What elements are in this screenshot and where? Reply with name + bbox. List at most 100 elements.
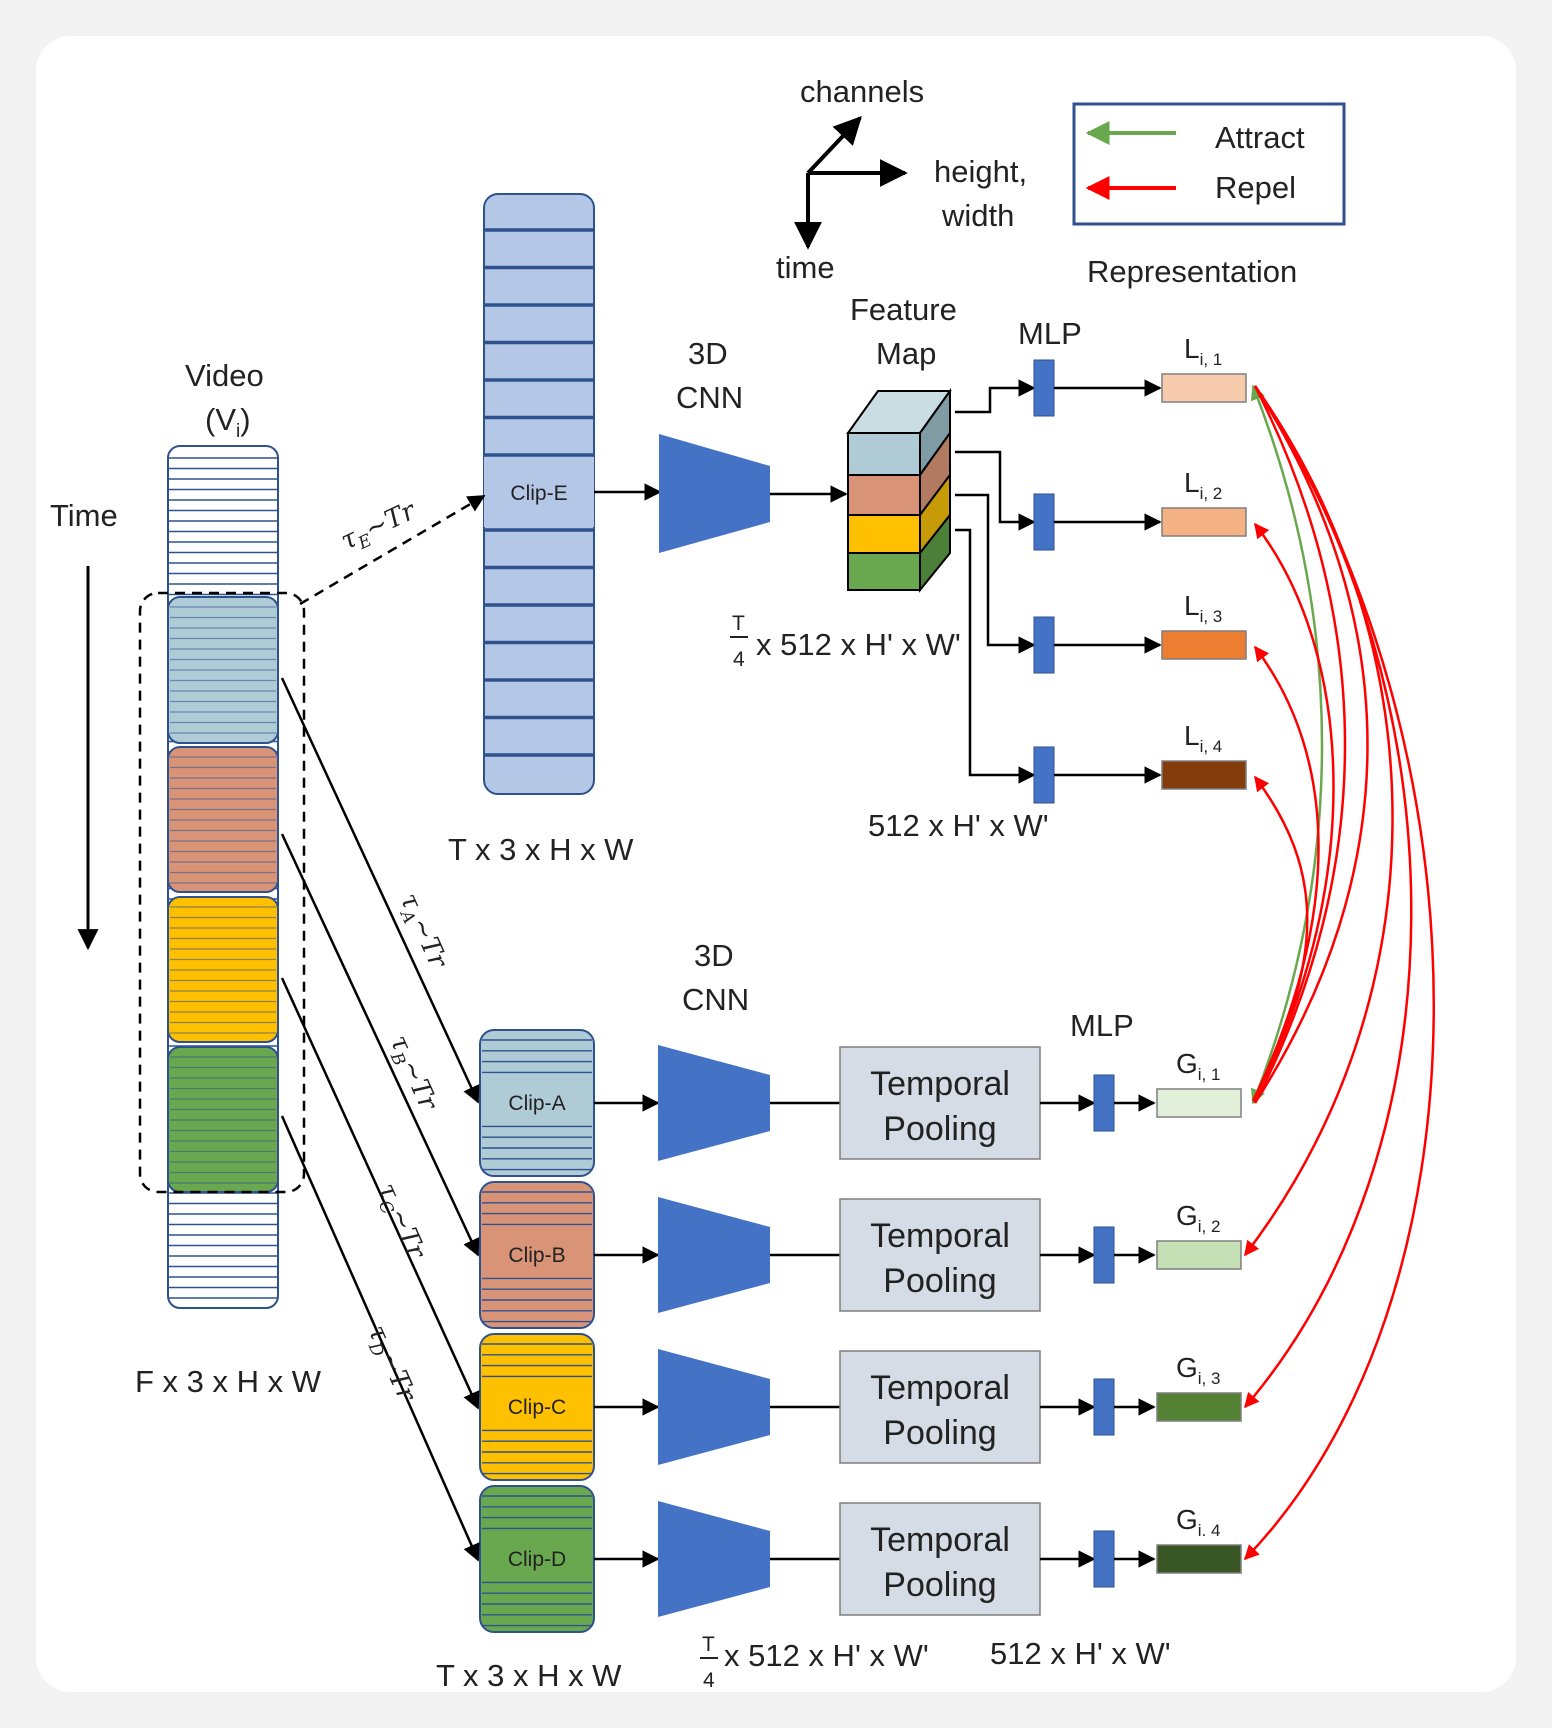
- svg-text:T: T: [732, 612, 745, 635]
- cnn-bottom-3: [658, 1349, 770, 1465]
- svg-text:Pooling: Pooling: [883, 1262, 996, 1300]
- bottom-mlp-dims: 512 x H' x W': [990, 1636, 1171, 1671]
- mlp-local-2: [1033, 493, 1055, 551]
- video-strip: [167, 445, 279, 1309]
- mlp-global-3: [1093, 1378, 1115, 1436]
- local-rep-2: [1161, 507, 1247, 537]
- clip-c-stack: Clip-C: [479, 1333, 595, 1481]
- contrast-arc-6: [1243, 385, 1435, 1561]
- contrast-arc-3: [1253, 385, 1369, 1104]
- cnn-top: [659, 434, 770, 553]
- legend-box: [1072, 102, 1346, 226]
- svg-text:Temporal: Temporal: [870, 1521, 1010, 1559]
- bottom-clips-dims: T x 3 x H x W: [436, 1658, 622, 1693]
- clip-a-label: Clip-A: [508, 1092, 565, 1115]
- svg-text:Pooling: Pooling: [883, 1414, 996, 1452]
- cnn-bottom-label-1: 3D: [694, 938, 734, 973]
- video-title: Video: [185, 358, 264, 393]
- axes-indicator: channels height, width time: [776, 74, 1027, 285]
- temporal-pooling-3: [839, 1350, 1041, 1464]
- legend-attract-label: Attract: [1215, 120, 1305, 155]
- mlp-global-2: [1093, 1226, 1115, 1284]
- cnn-top-label-1: 3D: [688, 336, 728, 371]
- svg-text:4: 4: [733, 648, 745, 671]
- local-rep-label-2: Li, 2: [1184, 467, 1222, 503]
- clip-d-label: Clip-D: [508, 1548, 566, 1571]
- local-dims: 512 x H' x W': [868, 808, 1049, 843]
- legend: Attract Repel: [1072, 102, 1346, 226]
- cnn-bottom-2: [658, 1197, 770, 1313]
- mlp-local-4: [1033, 746, 1055, 804]
- local-rep-label-3: Li, 3: [1184, 590, 1222, 626]
- clip-e-label: Clip-E: [510, 482, 567, 505]
- legend-repel-label: Repel: [1215, 170, 1296, 205]
- svg-text:T: T: [702, 1633, 715, 1656]
- contrast-arc-7: [1251, 522, 1335, 1102]
- axis-channels-label: channels: [800, 74, 924, 109]
- contrast-arc-9: [1251, 775, 1309, 1102]
- svg-text:Temporal: Temporal: [870, 1217, 1010, 1255]
- local-rep-4: [1161, 760, 1247, 790]
- global-rep-3: [1156, 1392, 1242, 1422]
- clip-c-label: Clip-C: [508, 1396, 566, 1419]
- svg-text:Temporal: Temporal: [870, 1369, 1010, 1407]
- video-segment-b: [167, 746, 279, 893]
- time-label: Time: [50, 498, 118, 533]
- mlp-local-3: [1033, 616, 1055, 674]
- clip-e-dims: T x 3 x H x W: [448, 832, 634, 867]
- axis-width-label: width: [941, 198, 1014, 233]
- svg-text:Pooling: Pooling: [883, 1566, 996, 1604]
- svg-text:Pooling: Pooling: [883, 1110, 996, 1148]
- global-rep-label-3: Gi, 3: [1176, 1352, 1220, 1388]
- sample-arrow-e: [299, 494, 486, 606]
- clip-a-stack: Clip-A: [479, 1029, 595, 1177]
- clip-b-stack: Clip-B: [479, 1181, 595, 1329]
- clip-e-stack: Clip-E: [483, 193, 595, 795]
- feature-map-label-1: Feature: [850, 292, 957, 327]
- mlp-global-4: [1093, 1530, 1115, 1588]
- global-rep-label-2: Gi, 2: [1176, 1200, 1220, 1236]
- video-subtitle: (Vi): [205, 402, 251, 442]
- global-rep-1: [1156, 1088, 1242, 1118]
- cnn-bottom-label-2: CNN: [682, 982, 749, 1017]
- local-rep-3: [1161, 630, 1247, 660]
- contrast-arc-2: [1253, 385, 1347, 1104]
- local-rep-1: [1161, 373, 1247, 403]
- temporal-pooling-4: [839, 1502, 1041, 1616]
- svg-text:x 512 x H' x W': x 512 x H' x W': [724, 1638, 929, 1673]
- video-segment-a: [167, 596, 279, 744]
- axis-height-label: height,: [934, 154, 1027, 189]
- clip-d-stack: Clip-D: [479, 1485, 595, 1633]
- representation-label: Representation: [1087, 254, 1297, 289]
- global-rep-label-4: Gi. 4: [1176, 1504, 1220, 1540]
- video-segment-c: [167, 896, 279, 1043]
- feature-map-dims: T 4 x 512 x H' x W': [730, 612, 961, 671]
- local-rep-label-4: Li, 4: [1184, 720, 1222, 756]
- local-rep-label-1: Li, 1: [1184, 333, 1222, 369]
- mlp-bottom-label: MLP: [1070, 1008, 1134, 1043]
- cnn-bottom-4: [658, 1501, 770, 1617]
- contrast-arc-1: [1250, 384, 1324, 1105]
- global-rep-2: [1156, 1240, 1242, 1270]
- contrast-arc-8: [1251, 645, 1320, 1102]
- svg-text:x 512 x H' x W': x 512 x H' x W': [756, 627, 961, 662]
- cnn-bottom-1: [658, 1045, 770, 1161]
- feature-map-label-2: Map: [876, 336, 936, 371]
- axis-time-label: time: [776, 250, 835, 285]
- clip-e-highlight: [484, 457, 594, 527]
- clip-b-label: Clip-B: [508, 1244, 565, 1267]
- cnn-top-label-2: CNN: [676, 380, 743, 415]
- page-card: [36, 36, 1516, 1692]
- svg-text:4: 4: [703, 1669, 715, 1692]
- video-dims: F x 3 x H x W: [135, 1364, 322, 1399]
- mlp-global-1: [1093, 1074, 1115, 1132]
- bottom-cnn-dims: T 4 x 512 x H' x W': [700, 1633, 929, 1692]
- global-rep-label-1: Gi, 1: [1176, 1048, 1220, 1084]
- mlp-local-1: [1033, 359, 1055, 417]
- svg-text:Temporal: Temporal: [870, 1065, 1010, 1103]
- feature-map-cube: [846, 387, 952, 593]
